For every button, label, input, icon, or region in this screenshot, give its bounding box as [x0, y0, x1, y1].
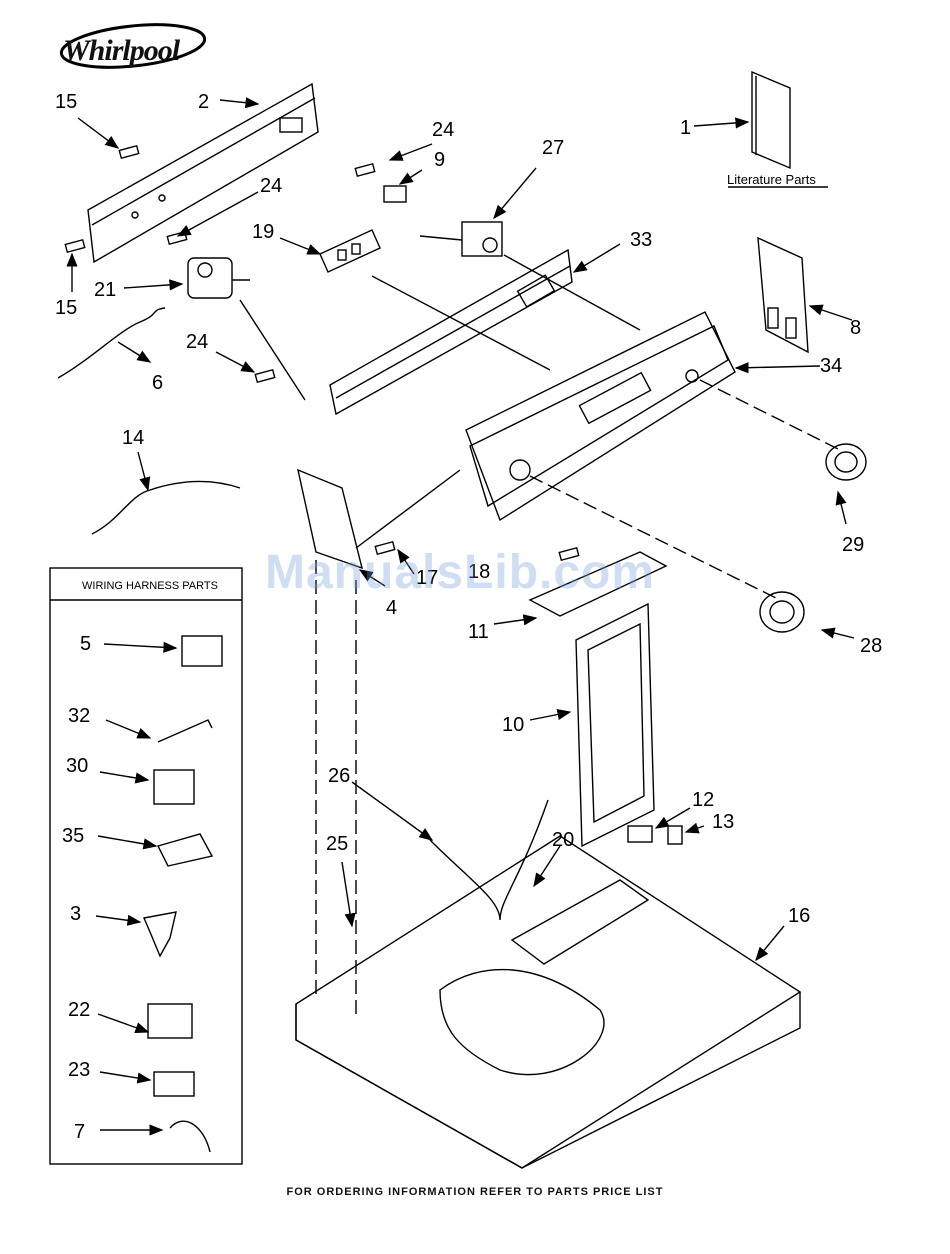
callout-7: 7	[74, 1121, 85, 1143]
callout-9: 9	[434, 149, 445, 171]
callout-19: 19	[252, 221, 274, 243]
watermark: ManualsLib.com	[265, 545, 655, 600]
callout-11: 11	[468, 621, 489, 643]
harness-part-shapes	[144, 636, 222, 1152]
part-10-frame	[576, 604, 654, 846]
callout-15-top: 15	[55, 91, 77, 113]
callout-6: 6	[152, 372, 163, 394]
callout-26: 26	[328, 765, 350, 787]
callout-2: 2	[198, 91, 209, 113]
callout-1: 1	[680, 117, 691, 139]
footer-note: FOR ORDERING INFORMATION REFER TO PARTS …	[0, 1186, 950, 1198]
part-9-connector	[384, 186, 406, 202]
literature-label: Literature Parts	[727, 172, 816, 187]
callout-24-mid: 24	[260, 175, 282, 197]
callout-23: 23	[68, 1059, 90, 1081]
callout-10: 10	[502, 714, 524, 736]
callout-24-low: 24	[186, 331, 208, 353]
callout-35: 35	[62, 825, 84, 847]
part-21-timer	[188, 258, 250, 298]
callout-16: 16	[788, 905, 810, 927]
part-14-wire	[92, 481, 240, 534]
callout-14: 14	[122, 427, 144, 449]
callout-32: 32	[68, 705, 90, 727]
callout-12: 12	[692, 789, 714, 811]
callout-8: 8	[850, 317, 861, 339]
callout-25: 25	[326, 833, 348, 855]
part-12-clip	[628, 826, 652, 842]
callout-15-bottom: 15	[55, 297, 77, 319]
callout-34: 34	[820, 355, 842, 377]
callout-4: 4	[386, 597, 397, 619]
callout-20: 20	[552, 829, 574, 851]
part-16-base	[296, 836, 800, 1168]
part-1-literature	[752, 72, 790, 168]
part-19-module	[320, 230, 380, 272]
part-8-end-bracket	[758, 238, 808, 352]
callout-22: 22	[68, 999, 90, 1021]
callout-3: 3	[70, 903, 81, 925]
callout-27: 27	[542, 137, 564, 159]
callout-28: 28	[860, 635, 882, 657]
part-28-knob	[760, 592, 804, 632]
harness-box-title: WIRING HARNESS PARTS	[82, 580, 218, 592]
part-29-knob	[826, 444, 866, 480]
callout-13: 13	[712, 811, 734, 833]
callout-21: 21	[94, 279, 116, 301]
part-33-rail	[330, 250, 572, 414]
callout-33: 33	[630, 229, 652, 251]
callout-5: 5	[80, 633, 91, 655]
callout-30: 30	[66, 755, 88, 777]
callout-24-top: 24	[432, 119, 454, 141]
callout-29: 29	[842, 534, 864, 556]
part-34-console	[466, 312, 735, 520]
part-27-switch	[420, 222, 502, 256]
